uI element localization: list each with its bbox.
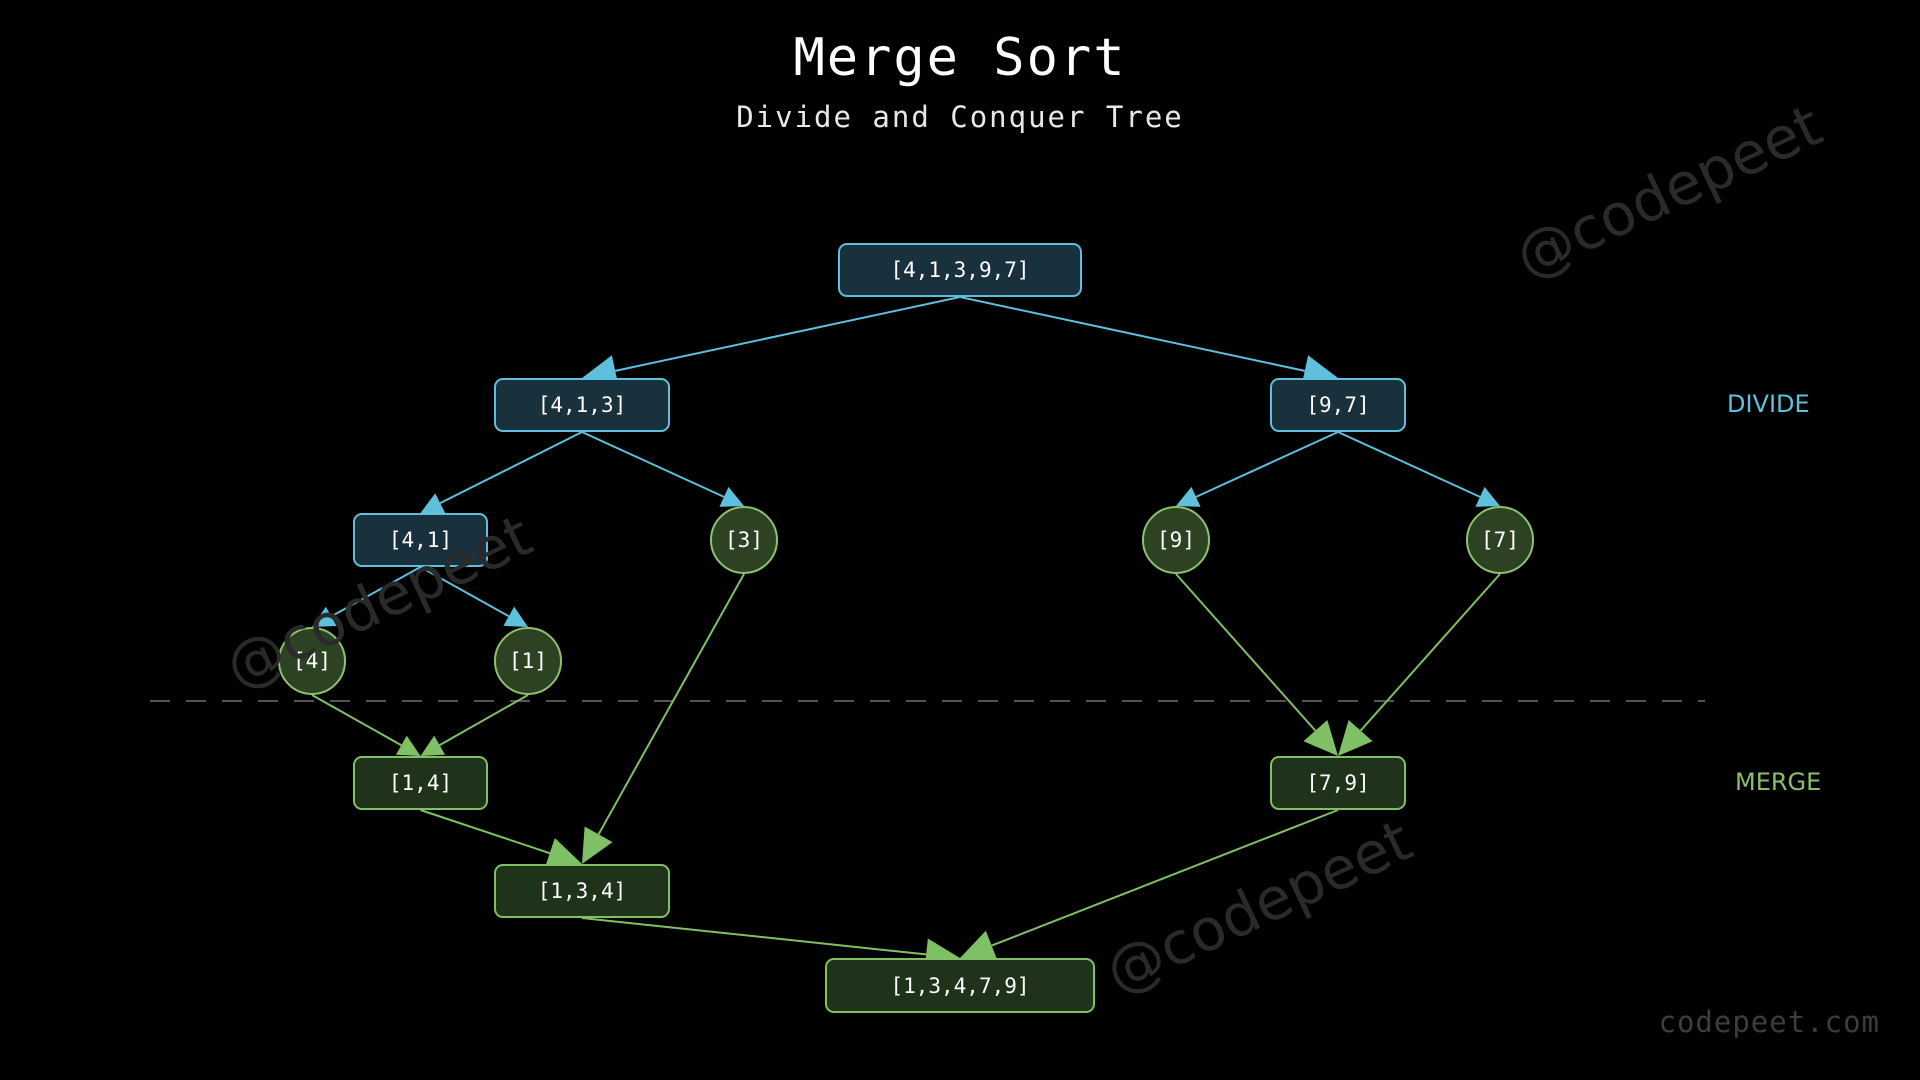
node-merged-1-3-4: [1,3,4] (494, 864, 670, 918)
diagram-title: Merge Sort (793, 28, 1127, 88)
leaf-node-3: [3] (710, 506, 778, 574)
node-result: [1,3,4,7,9] (825, 958, 1095, 1013)
edge-leaf_4-to-merged_14 (311, 694, 402, 747)
footer-site-label: codepeet.com (1658, 1005, 1880, 1039)
node-left-left: [4,1] (353, 513, 488, 567)
diagram-subtitle: Divide and Conquer Tree (736, 100, 1184, 134)
phase-label-merge: MERGE (1735, 768, 1822, 796)
arrowhead-leaf_9-to-merged_79 (1303, 719, 1338, 756)
arrowhead-leaf_3-to-merged_134 (582, 826, 613, 864)
leaf-node-4: [4] (278, 627, 346, 695)
edge-leaf_1-to-merged_14 (439, 694, 529, 747)
arrowhead-merged_79-to-result (960, 930, 998, 961)
phase-label-divide: DIVIDE (1727, 390, 1810, 418)
edge-right-to-leaf_7 (1337, 431, 1481, 498)
edge-merged_134-to-result (581, 917, 927, 956)
edge-root-to-left (615, 296, 961, 372)
node-merged-1-4: [1,4] (353, 756, 488, 810)
node-merged-7-9: [7,9] (1270, 756, 1406, 810)
edge-root-to-right (959, 296, 1305, 372)
edge-left-to-leaf_3 (581, 431, 725, 498)
edge-left-to-left_left (439, 431, 583, 505)
arrowhead-right-to-leaf_9 (1176, 486, 1201, 507)
arrowhead-left-to-leaf_3 (719, 486, 744, 507)
edge-merged_79-to-result (991, 809, 1339, 947)
edge-leaf_9-to-merged_79 (1175, 573, 1317, 732)
edge-left_left-to-leaf_4 (330, 566, 421, 618)
arrowhead-leaf_4-to-merged_14 (395, 735, 421, 756)
arrowhead-left-to-left_left (420, 493, 446, 513)
edge-left_left-to-leaf_1 (420, 566, 510, 618)
node-right: [9,7] (1270, 378, 1406, 432)
edge-right-to-leaf_9 (1195, 431, 1339, 498)
edge-merged_14-to-merged_134 (420, 809, 551, 855)
arrowhead-leaf_7-to-merged_79 (1338, 719, 1373, 756)
arrowhead-merged_14-to-merged_134 (544, 838, 582, 869)
node-root: [4,1,3,9,7] (838, 243, 1082, 297)
edge-leaf_7-to-merged_79 (1359, 573, 1501, 732)
arrowhead-right-to-leaf_7 (1475, 486, 1500, 507)
arrowhead-leaf_1-to-merged_14 (420, 735, 446, 756)
node-left: [4,1,3] (494, 378, 670, 432)
leaf-node-7: [7] (1466, 506, 1534, 574)
arrowhead-left_left-to-leaf_1 (503, 606, 528, 627)
arrowhead-left_left-to-leaf_4 (312, 606, 337, 627)
leaf-node-9: [9] (1142, 506, 1210, 574)
edge-leaf_3-to-merged_134 (597, 573, 745, 835)
leaf-node-1: [1] (494, 627, 562, 695)
